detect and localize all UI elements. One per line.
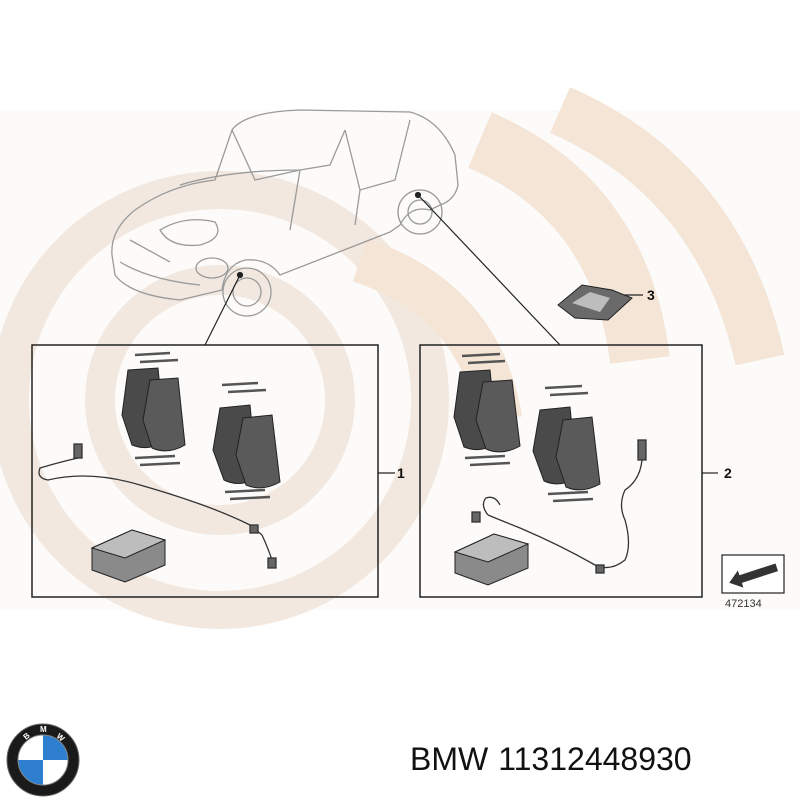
callout-3: 3 bbox=[647, 287, 655, 303]
box-1-brake-pads bbox=[121, 351, 281, 501]
box-1-packet bbox=[90, 529, 167, 583]
reference-code: 472134 bbox=[725, 598, 762, 610]
box-2-brake-pads bbox=[453, 352, 601, 503]
svg-text:M: M bbox=[40, 725, 47, 734]
svg-text:W: W bbox=[55, 732, 67, 744]
callout-2: 2 bbox=[724, 465, 732, 481]
watermark-background bbox=[0, 87, 800, 629]
part-number: 11312448930 bbox=[498, 741, 692, 777]
bmw-roundel-icon: B M W bbox=[6, 723, 80, 797]
brand-name: BMW bbox=[410, 741, 489, 777]
box-2-wear-sensor bbox=[471, 439, 647, 574]
car-outline bbox=[111, 109, 459, 317]
kit-box-2 bbox=[419, 344, 703, 598]
arrow-icon bbox=[721, 554, 785, 594]
kit-box-1 bbox=[31, 344, 379, 598]
box-1-wear-sensor bbox=[38, 443, 277, 569]
part-3-shim bbox=[557, 284, 633, 321]
callout-1: 1 bbox=[397, 465, 405, 481]
box-2-packet bbox=[453, 533, 530, 586]
leader-lines bbox=[204, 191, 718, 474]
svg-text:B: B bbox=[22, 731, 32, 742]
